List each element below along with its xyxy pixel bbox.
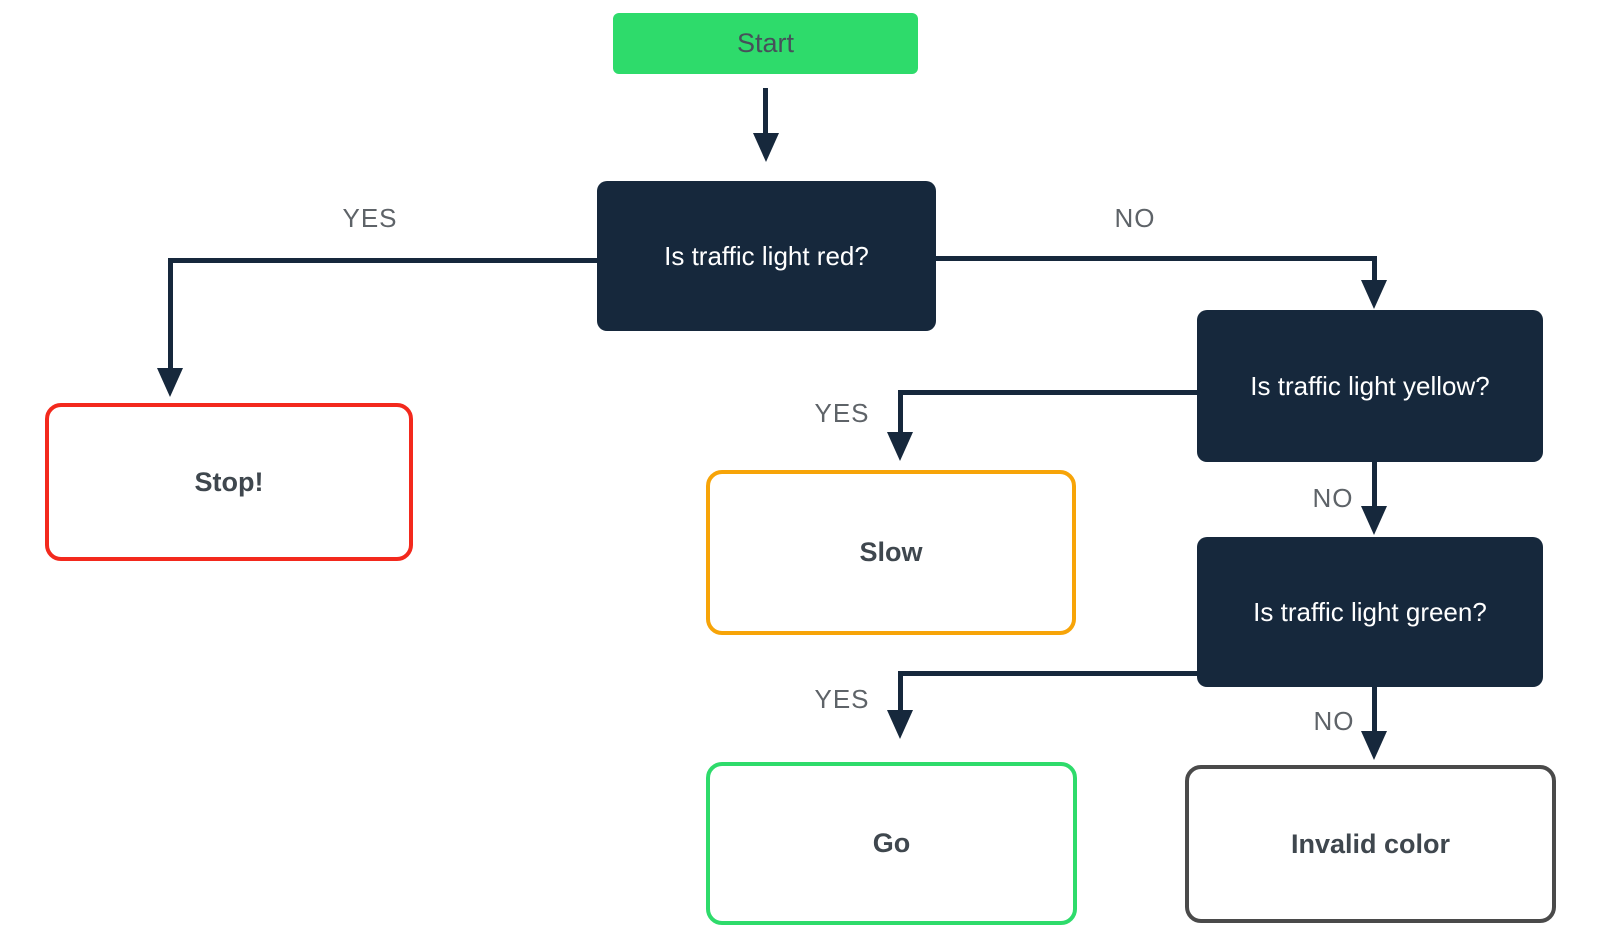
- connector-yellow-no-vline: [1372, 462, 1377, 508]
- edge-label-green-yes: YES: [814, 684, 870, 714]
- node-question-yellow: Is traffic light yellow?: [1197, 310, 1543, 462]
- node-go: Go: [706, 762, 1077, 925]
- connector-yellow-yes-hline: [900, 390, 1197, 395]
- connector-red-no-hline: [936, 256, 1377, 261]
- arrowhead-yellow-no: [1361, 506, 1387, 535]
- node-start-label: Start: [736, 28, 795, 58]
- node-stop-label: Stop!: [194, 466, 264, 497]
- connector-red-yes-hline: [170, 258, 597, 263]
- connector-green-yes-hline: [900, 671, 1197, 676]
- node-question-red-label: Is traffic light red?: [664, 240, 869, 271]
- connector-yellow-yes-vline: [898, 390, 903, 434]
- arrowhead-red-no: [1361, 280, 1387, 309]
- connector-red-yes-vline: [168, 258, 173, 370]
- node-question-red: Is traffic light red?: [597, 181, 936, 331]
- node-question-yellow-label: Is traffic light yellow?: [1250, 370, 1490, 401]
- node-slow-label: Slow: [859, 537, 923, 567]
- arrowhead-red-yes: [157, 368, 183, 397]
- connector-green-no-vline: [1372, 687, 1377, 733]
- edge-label-yellow-no: NO: [1312, 483, 1354, 513]
- node-go-label: Go: [872, 828, 911, 858]
- edge-label-yellow-yes: YES: [814, 398, 870, 428]
- arrowhead-yellow-yes: [887, 432, 913, 461]
- node-stop: Stop!: [45, 403, 413, 561]
- connector-green-yes-vline: [898, 671, 903, 712]
- edge-label-green-no: NO: [1313, 706, 1355, 736]
- arrowhead-start-to-red: [753, 133, 779, 162]
- node-slow: Slow: [706, 470, 1076, 635]
- arrowhead-green-no: [1361, 731, 1387, 760]
- edge-label-red-yes: YES: [342, 203, 398, 233]
- edge-label-red-no: NO: [1114, 203, 1156, 233]
- node-question-green-label: Is traffic light green?: [1253, 596, 1487, 627]
- arrowhead-green-yes: [887, 710, 913, 739]
- connector-red-no-vline: [1372, 256, 1377, 282]
- node-invalid-color-label: Invalid color: [1290, 828, 1451, 859]
- node-question-green: Is traffic light green?: [1197, 537, 1543, 687]
- node-invalid-color: Invalid color: [1185, 765, 1556, 923]
- node-start: Start: [613, 13, 918, 74]
- connector-start-to-red-line: [763, 88, 768, 135]
